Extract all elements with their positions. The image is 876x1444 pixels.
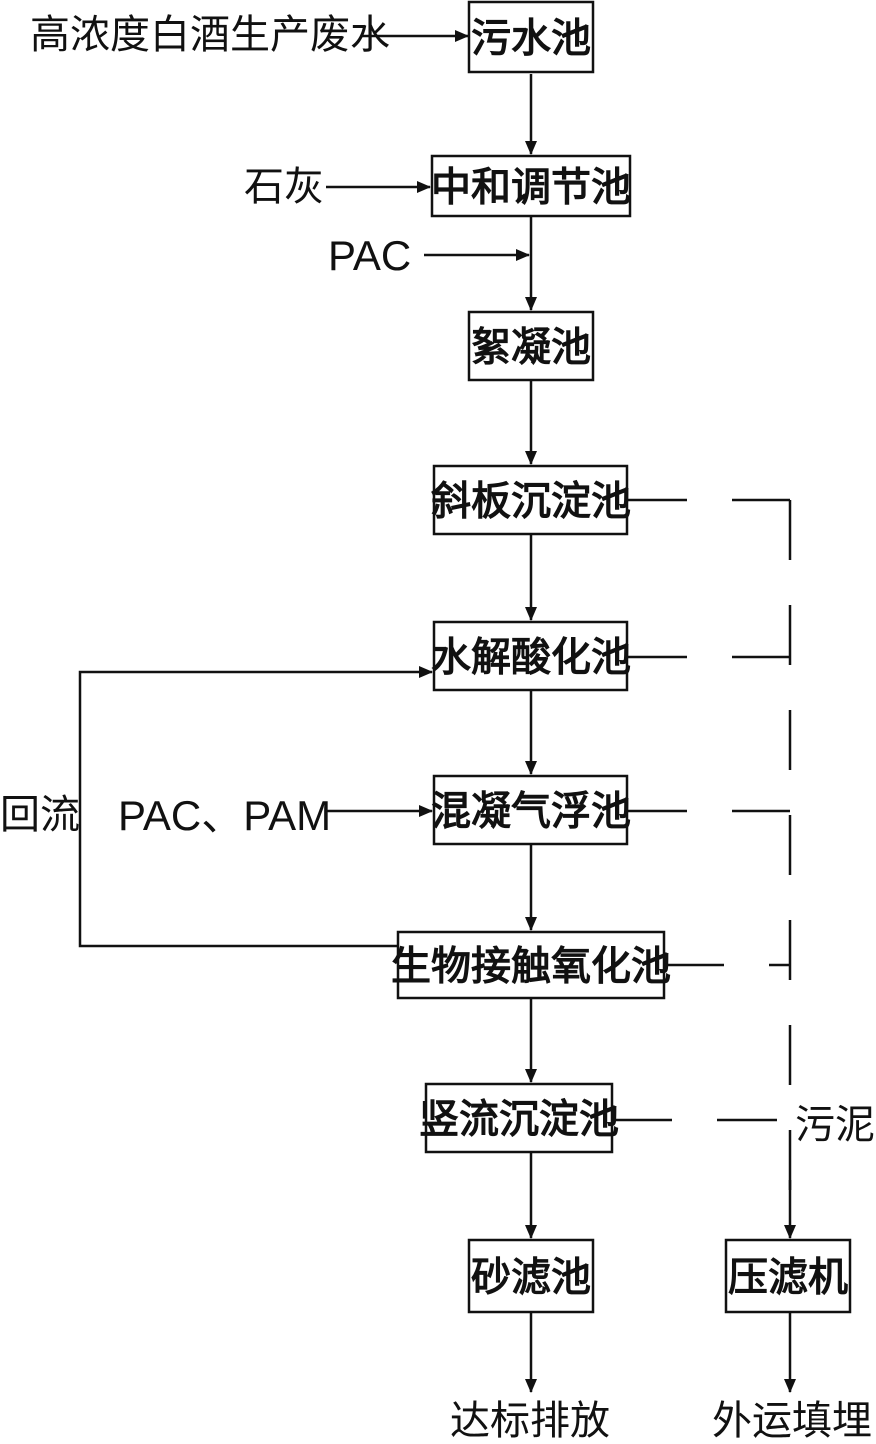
- svg-text:斜板沉淀池: 斜板沉淀池: [431, 478, 631, 525]
- label-reflux: 回流: [0, 792, 80, 838]
- label-landfill: 外运填埋: [712, 1398, 872, 1444]
- box-filter-press: 压滤机: [724, 1238, 852, 1314]
- box-bio-oxidation-pool: 生物接触氧化池: [391, 930, 671, 1000]
- label-influent: 高浓度白酒生产废水: [30, 12, 390, 58]
- label-lime: 石灰: [244, 164, 324, 210]
- label-sludge: 污泥: [795, 1102, 875, 1148]
- label-pac: PAC: [328, 232, 411, 279]
- svg-text:絮凝池: 絮凝池: [471, 324, 591, 371]
- svg-text:混凝气浮池: 混凝气浮池: [431, 788, 631, 835]
- box-inclined-plate-pool: 斜板沉淀池: [431, 464, 631, 536]
- box-vertical-settle-pool: 竖流沉淀池: [419, 1082, 619, 1154]
- svg-text:中和调节池: 中和调节池: [431, 164, 631, 211]
- label-discharge: 达标排放: [450, 1398, 610, 1444]
- svg-text:污水池: 污水池: [471, 15, 591, 62]
- svg-text:水解酸化池: 水解酸化池: [431, 634, 631, 681]
- box-sand-filter-pool: 砂滤池: [467, 1238, 595, 1314]
- input-arrows: [326, 30, 530, 817]
- box-sewage-pool: 污水池: [467, 0, 595, 74]
- box-floc-pool: 絮凝池: [467, 310, 595, 382]
- sludge-lines: [612, 498, 796, 1393]
- svg-text:砂滤池: 砂滤池: [471, 1254, 591, 1301]
- box-hydrolysis-pool: 水解酸化池: [431, 620, 631, 692]
- svg-text:压滤机: 压滤机: [728, 1254, 848, 1301]
- box-flotation-pool: 混凝气浮池: [431, 774, 631, 846]
- svg-text:生物接触氧化池: 生物接触氧化池: [391, 943, 671, 990]
- box-neutralize-pool: 中和调节池: [430, 154, 632, 218]
- reflux-line: [78, 666, 433, 948]
- svg-text:竖流沉淀池: 竖流沉淀池: [419, 1096, 619, 1143]
- label-pac-pam: PAC、PAM: [118, 792, 331, 839]
